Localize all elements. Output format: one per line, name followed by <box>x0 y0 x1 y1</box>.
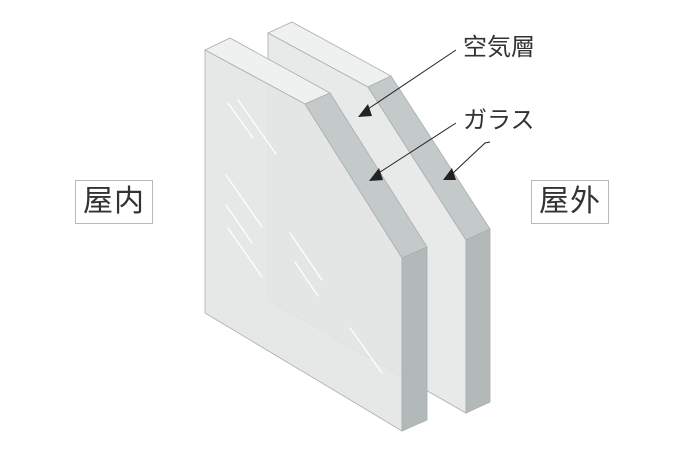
reflection-streak <box>349 327 383 374</box>
reflection-streak <box>289 232 323 281</box>
reflection-streak <box>227 227 263 278</box>
glass-arrowhead-front <box>369 168 383 181</box>
front-glass-pane <box>204 37 428 432</box>
glass-label: ガラス <box>463 106 535 134</box>
rear-pane-side-edge <box>465 228 491 414</box>
glass-leader-line-rear <box>451 141 491 175</box>
callout-leaders <box>358 49 491 181</box>
reflection-streak <box>225 204 253 244</box>
front-pane-side-edge <box>401 246 428 432</box>
reflection-streak <box>227 102 254 139</box>
glass-arrowhead-rear <box>443 168 456 180</box>
reflection-streak <box>225 174 263 228</box>
reflection-streak <box>294 261 319 297</box>
air-layer-arrowhead <box>358 104 372 117</box>
outdoor-label: 屋外 <box>531 180 609 224</box>
air-layer-leader-line <box>364 49 457 112</box>
air-layer-label: 空気層 <box>463 33 535 61</box>
glass-reflections <box>225 99 383 374</box>
glass-leader-line-front <box>376 122 457 175</box>
indoor-label: 屋内 <box>75 180 153 224</box>
reflection-streak <box>237 99 277 155</box>
